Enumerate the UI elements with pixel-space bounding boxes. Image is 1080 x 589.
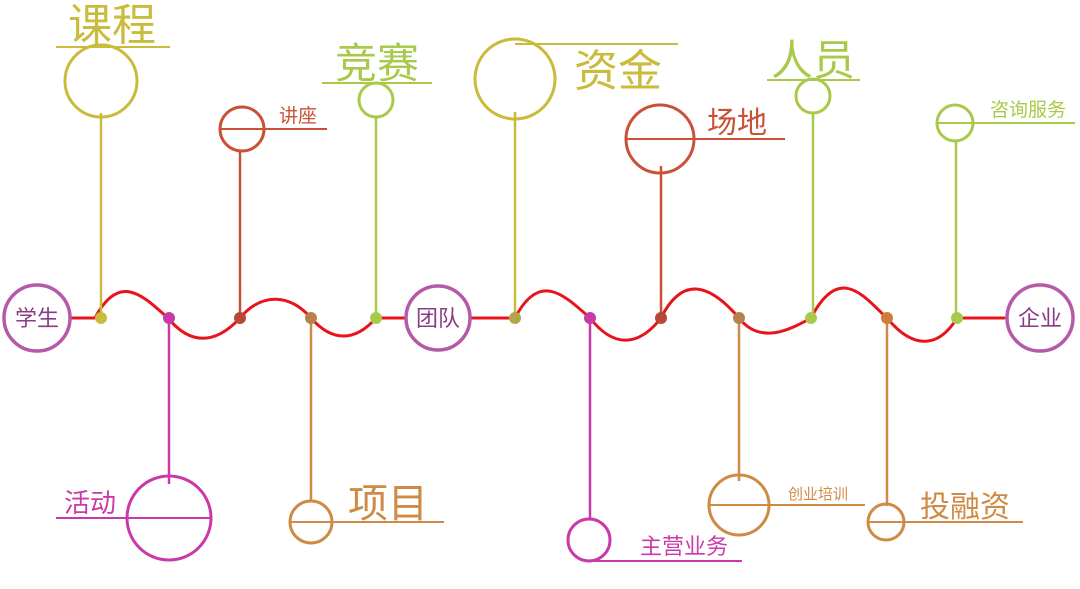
branch-main-business: 主营业务 bbox=[566, 318, 742, 563]
endpoint-team: 团队 bbox=[404, 284, 472, 352]
label-startup-training: 创业培训 bbox=[788, 485, 848, 503]
label-activity: 活动 bbox=[64, 489, 116, 519]
label-investment-financing: 投融资 bbox=[920, 490, 1010, 525]
label-personnel: 人员 bbox=[771, 36, 855, 85]
node-dot-personnel bbox=[805, 312, 817, 324]
node-dot-consulting bbox=[951, 312, 963, 324]
label-venue: 场地 bbox=[707, 106, 767, 141]
branch-lecture: 讲座 bbox=[218, 105, 327, 318]
label-consulting: 咨询服务 bbox=[990, 99, 1066, 121]
branch-venue: 场地 bbox=[624, 103, 785, 318]
branch-project: 项目 bbox=[288, 318, 444, 545]
node-dot-funds bbox=[509, 312, 521, 324]
label-project: 项目 bbox=[348, 481, 428, 527]
node-dot-investment-financing bbox=[881, 312, 893, 324]
branch-investment-financing: 投融资 bbox=[866, 318, 1023, 542]
branch-personnel: 人员 bbox=[767, 36, 860, 318]
branch-activity: 活动 bbox=[56, 318, 213, 562]
endpoint-student-label: 学生 bbox=[15, 307, 59, 332]
endpoint-enterprise-label: 企业 bbox=[1018, 307, 1062, 332]
branch-consulting: 咨询服务 bbox=[935, 99, 1075, 318]
label-lecture: 讲座 bbox=[279, 105, 317, 127]
branch-competition: 竞赛 bbox=[322, 39, 432, 318]
label-course: 课程 bbox=[68, 0, 156, 51]
node-dot-course bbox=[95, 312, 107, 324]
branch-startup-training: 创业培训 bbox=[707, 318, 865, 537]
timeline-wave bbox=[70, 286, 1006, 343]
label-competition: 竞赛 bbox=[335, 39, 419, 88]
endpoint-enterprise: 企业 bbox=[1005, 283, 1075, 353]
label-funds: 资金 bbox=[574, 46, 662, 97]
node-dot-project bbox=[305, 312, 317, 324]
node-dot-main-business bbox=[584, 312, 596, 324]
branch-course: 课程 bbox=[56, 0, 170, 318]
node-dot-venue bbox=[655, 312, 667, 324]
node-dot-activity bbox=[163, 312, 175, 324]
node-dot-startup-training bbox=[733, 312, 745, 324]
label-main-business: 主营业务 bbox=[640, 535, 728, 560]
endpoint-student: 学生 bbox=[2, 283, 72, 353]
branch-funds: 资金 bbox=[473, 37, 678, 318]
node-dot-lecture bbox=[234, 312, 246, 324]
node-dot-competition bbox=[370, 312, 382, 324]
endpoint-team-label: 团队 bbox=[416, 307, 460, 332]
